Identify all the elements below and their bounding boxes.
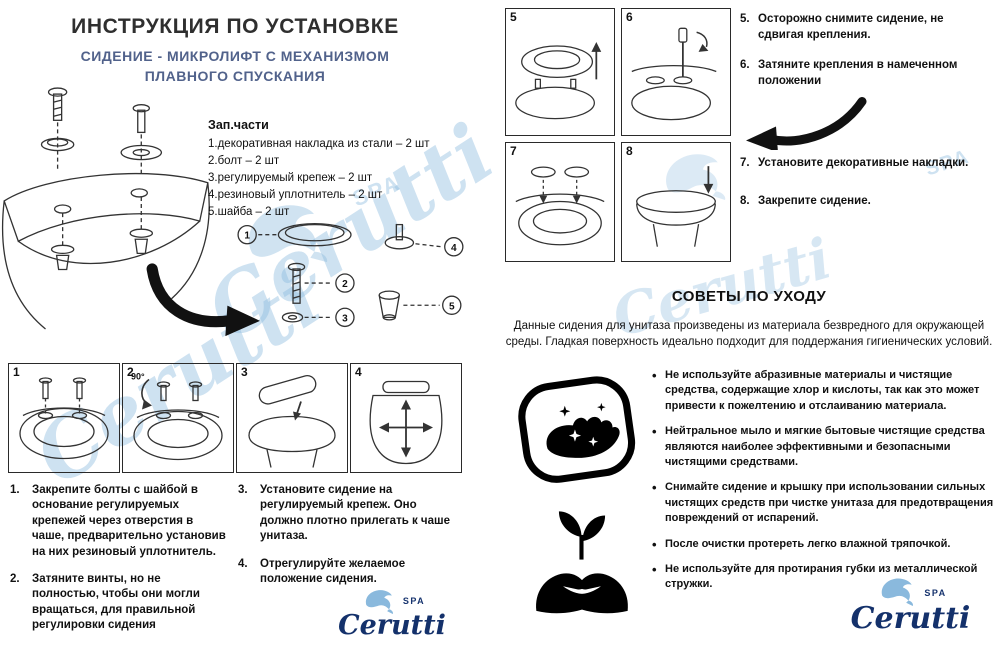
callout-3: 3 <box>342 313 348 324</box>
brand-sub-label: SPA <box>924 588 947 598</box>
callout-2: 2 <box>342 279 348 290</box>
step-panel-7: 7 <box>505 142 615 262</box>
panel-7-illustration <box>515 166 605 246</box>
page-title: ИНСТРУКЦИЯ ПО УСТАНОВКЕ <box>71 15 399 38</box>
step-text: Установите сидение на регулируемый крепе… <box>260 484 450 543</box>
install-step-4: 4. Отрегулируйте желаемое положение сиде… <box>238 557 462 588</box>
panel-4-illustration <box>369 380 443 465</box>
step-number: 3. <box>238 484 248 496</box>
install-step-7: 7. Установите декоративные накладки. <box>740 156 992 172</box>
install-step-1: 1. Закрепите болты с шайбой в основание … <box>10 483 228 560</box>
panel-number: 5 <box>510 10 517 24</box>
step-number: 4. <box>238 557 248 570</box>
callout-1: 1 <box>244 231 250 242</box>
panel-2-illustration: 90° <box>131 372 223 461</box>
dolphin-watermark <box>666 154 726 201</box>
step-text: Осторожно снимите сидение, не сдвигая кр… <box>758 13 944 41</box>
spare-parts-list: 1.декоративная накладка из стали – 2 шт … <box>208 136 430 221</box>
step-panel-4: 4 <box>350 363 462 473</box>
eco-hands-icon <box>536 511 628 614</box>
step-panel-8: 8 <box>621 142 731 262</box>
spare-part-item: 3.регулируемый крепеж – 2 шт <box>208 172 373 184</box>
install-step-8: 8. Закрепите сидение. <box>740 194 992 210</box>
brand-logo-right: SPA Cerutti <box>828 578 993 636</box>
brand-name: Cerutti <box>338 610 446 641</box>
spare-part-item: 1.декоративная накладка из стали – 2 шт <box>208 138 430 150</box>
spare-part-item: 5.шайба – 2 шт <box>208 206 290 218</box>
curved-arrow-left <box>146 263 260 337</box>
page-subtitle: СИДЕНИЕ - МИКРОЛИФТ С МЕХАНИЗМОМ ПЛАВНОГ… <box>10 46 460 86</box>
step-number: 1. <box>10 484 20 496</box>
panel-number: 4 <box>355 365 362 379</box>
step-text: Затяните винты, но не полностью, чтобы о… <box>32 573 200 632</box>
callout-4: 4 <box>451 243 457 254</box>
panel-3-illustration <box>248 374 336 468</box>
step-number: 7. <box>740 157 750 169</box>
angle-label: 90° <box>131 372 145 382</box>
step-text: Затяните крепления в намеченном положени… <box>758 59 958 87</box>
dolphin-watermark <box>248 205 328 263</box>
step-panel-3: 3 <box>236 363 348 473</box>
install-step-3: 3. Установите сидение на регулируемый кр… <box>238 483 462 545</box>
panel-8-illustration <box>636 166 716 247</box>
subtitle-line1: СИДЕНИЕ - МИКРОЛИФТ С МЕХАНИЗМОМ <box>80 48 390 64</box>
step-text: Отрегулируйте желаемое положение сидения… <box>260 557 406 586</box>
panel-number: 8 <box>626 144 633 158</box>
dolphin-logo-icon <box>365 590 393 614</box>
panel-number: 3 <box>241 365 248 379</box>
install-steps-col-1: 1. Закрепите болты с шайбой в основание … <box>10 483 228 646</box>
step-panel-6: 6 <box>621 8 731 136</box>
step-number: 2. <box>10 573 20 586</box>
care-tip: Не используйте для протирания губки из м… <box>652 561 994 593</box>
dolphin-logo-icon <box>882 578 914 606</box>
care-tip: Не используйте абразивные материалы и чи… <box>652 367 994 414</box>
panel-5-illustration <box>515 42 602 120</box>
brand-logo-center: SPA Cerutti <box>322 588 462 639</box>
step-number: 6. <box>740 59 750 71</box>
step-panel-1: 1 <box>8 363 120 473</box>
care-tips-list: Не используйте абразивные материалы и чи… <box>652 367 994 593</box>
callout-5: 5 <box>449 301 455 312</box>
care-tip: Снимайте сидение и крышку при использова… <box>652 479 994 526</box>
brand-name: Cerutti <box>850 601 971 636</box>
care-intro-text: Данные сидения для унитаза произведены и… <box>505 320 993 349</box>
panel-number: 2 <box>127 365 134 379</box>
panel-number: 7 <box>510 144 517 158</box>
exploded-assembly-diagram <box>1 87 210 330</box>
install-step-6: 6. Затяните крепления в намеченном полож… <box>740 58 992 89</box>
spare-part-item: 2.болт – 2 шт <box>208 155 280 167</box>
spare-part-item: 4.резиновый уплотнитель – 2 шт <box>208 189 383 201</box>
care-section-heading: СОВЕТЫ ПО УХОДУ <box>671 288 827 305</box>
care-tip: После очистки протереть легко влажной тр… <box>652 535 994 554</box>
install-steps-col-2: 3. Установите сидение на регулируемый кр… <box>238 483 462 599</box>
brand-sub-label: SPA <box>402 596 426 606</box>
panel-number: 6 <box>626 10 633 24</box>
step-text: Закрепите болты с шайбой в основание рег… <box>32 484 226 558</box>
subtitle-line2: ПЛАВНОГО СПУСКАНИЯ <box>144 68 326 84</box>
step-panel-5: 5 <box>505 8 615 136</box>
step-number: 5. <box>740 13 750 25</box>
step-text: Установите декоративные накладки. <box>758 157 969 169</box>
install-step-5: 5. Осторожно снимите сидение, не сдвигая… <box>740 12 992 43</box>
step-number: 8. <box>740 195 750 207</box>
step-text: Закрепите сидение. <box>758 195 871 207</box>
panel-1-illustration <box>19 377 109 460</box>
spare-parts-heading: Зап.части <box>208 118 269 132</box>
curved-arrow-right <box>746 97 867 150</box>
panel-number: 1 <box>13 365 20 379</box>
parts-callout-diagram: 1 2 3 4 5 <box>237 222 464 328</box>
care-tip: Нейтральное мыло и мягкие бытовые чистящ… <box>652 423 994 470</box>
hand-wash-icon <box>518 376 636 483</box>
install-step-2: 2. Затяните винты, но не полностью, чтоб… <box>10 572 228 634</box>
panel-6-illustration <box>631 27 717 121</box>
step-panel-2: 2 90° <box>122 363 234 473</box>
